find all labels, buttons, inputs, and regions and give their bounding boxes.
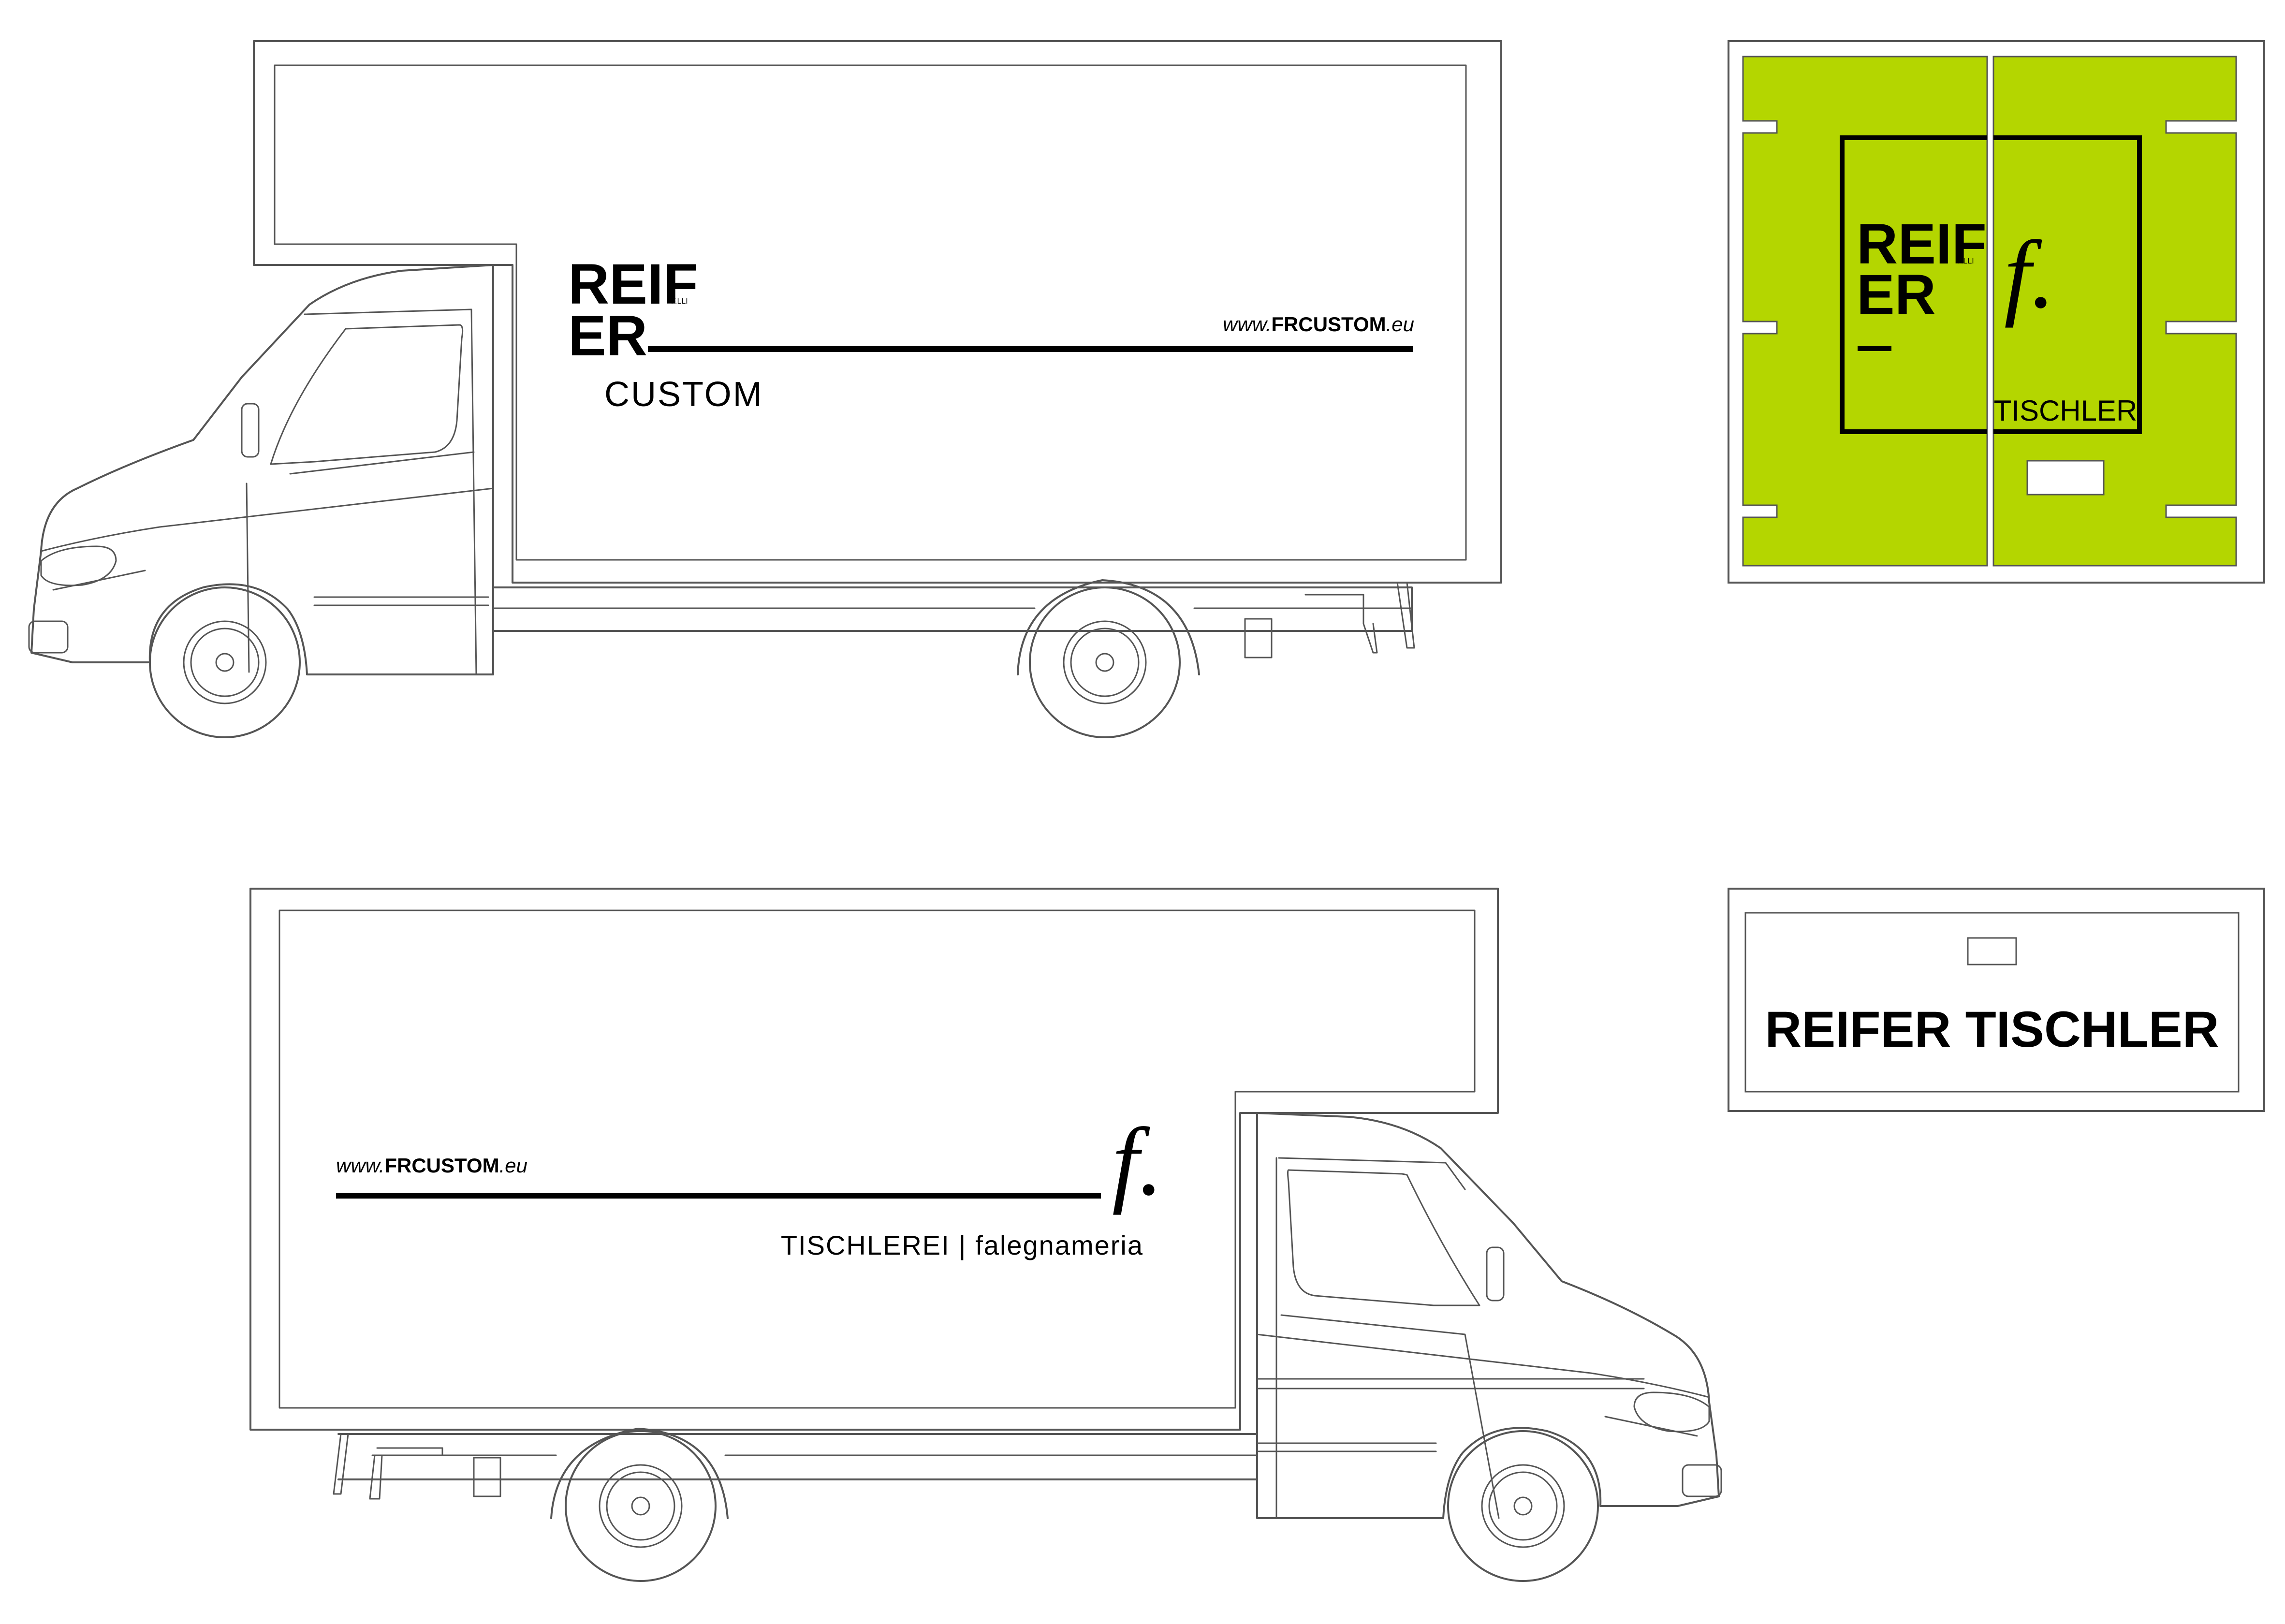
- rear-doors-logo-frame: [1840, 135, 2142, 434]
- rear-doors-view: REIF ER F.LLI f. TISCHLER: [1728, 40, 2265, 584]
- rear-doors-logo-small: F.LLI: [1957, 257, 1974, 265]
- rear-door-left: [1742, 56, 1988, 567]
- truck-left-front-wheel: [149, 586, 301, 738]
- rear-door-right: [1992, 56, 2237, 567]
- truck-left-branding: REIF ER F.LLI www.FRCUSTOM.eu CUSTOM: [568, 252, 1414, 414]
- truck-left-rear-wheel: [1017, 579, 1200, 738]
- front-panel-title: REIFER TISCHLER: [1765, 1001, 2219, 1058]
- front-panel-view: REIFER TISCHLER: [1728, 888, 2265, 1112]
- rear-doors-logo-dash: [1858, 346, 1891, 351]
- rear-doors-logo-line1: REIF: [1857, 212, 1987, 276]
- front-panel-inner: [1744, 912, 2240, 1093]
- truck-right-front-wheel: [1447, 1430, 1599, 1582]
- truck-right-cab: [1256, 1112, 1720, 1519]
- truck-left-logo-line1: REIF: [568, 252, 698, 316]
- rear-door-plate: [2026, 460, 2105, 496]
- truck-right-rear-wheel: [550, 1428, 729, 1582]
- truck-left-chassis: [492, 586, 1413, 632]
- truck-left-box-inner: [274, 64, 1467, 561]
- truck-left-logo-small: F.LLI: [671, 297, 688, 306]
- truck-left-website: www.FRCUSTOM.eu: [1223, 313, 1414, 336]
- truck-left-box-outline: [253, 40, 1502, 584]
- front-panel-marker-light: [1967, 937, 2017, 966]
- truck-left-view: [28, 40, 1502, 738]
- truck-left-cab: [30, 264, 494, 675]
- truck-right-branding: www.FRCUSTOM.eu f. TISCHLEREI|falegnamer…: [336, 1109, 1163, 1260]
- truck-right-view: [249, 888, 1722, 1582]
- truck-left-tagline: CUSTOM: [604, 375, 763, 414]
- truck-right-brand-rule: [336, 1193, 1101, 1199]
- truck-right-box-inner: [278, 909, 1476, 1409]
- truck-right-cab-window: [1287, 1169, 1480, 1306]
- rear-doors-word: TISCHLER: [1994, 395, 2138, 427]
- truck-right-signature: f.: [1112, 1109, 1163, 1215]
- rear-doors-signature: f.: [2004, 221, 2055, 328]
- rear-doors-logo-line2: ER: [1857, 263, 1936, 327]
- front-panel-frame: [1728, 888, 2265, 1112]
- truck-right-website: www.FRCUSTOM.eu: [336, 1154, 527, 1177]
- truck-left-cab-window: [270, 324, 464, 465]
- truck-left-brand-rule: [648, 346, 1413, 352]
- truck-left-logo-line2: ER: [568, 304, 647, 368]
- truck-right-box-outline: [249, 888, 1499, 1431]
- truck-right-tagline: TISCHLEREI|falegnameria: [781, 1230, 1143, 1260]
